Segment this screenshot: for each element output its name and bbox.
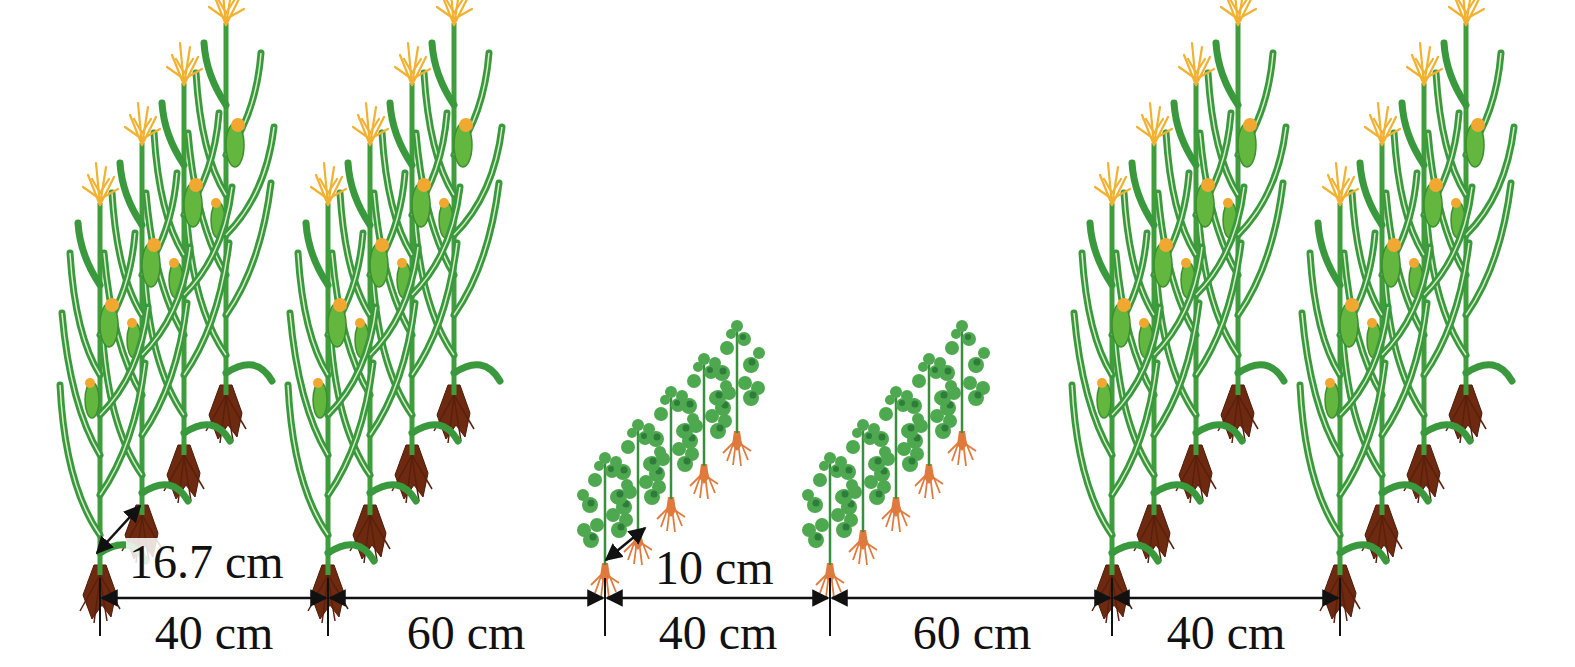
dimension-label: 40 cm [659,609,778,657]
dimension-label: 60 cm [913,609,1032,657]
maize-row [60,0,274,623]
dimension-arrows [97,506,1338,598]
dimension-label: 40 cm [155,609,274,657]
dimension-label: 10 cm [652,544,777,592]
maize-row [1072,0,1286,623]
maize-row [288,0,502,623]
dimension-label: 60 cm [407,609,526,657]
soybean-row [802,320,990,598]
maize-row [1300,0,1514,623]
dimension-label: 40 cm [1167,609,1286,657]
dimension-label: 16.7 cm [126,538,287,586]
